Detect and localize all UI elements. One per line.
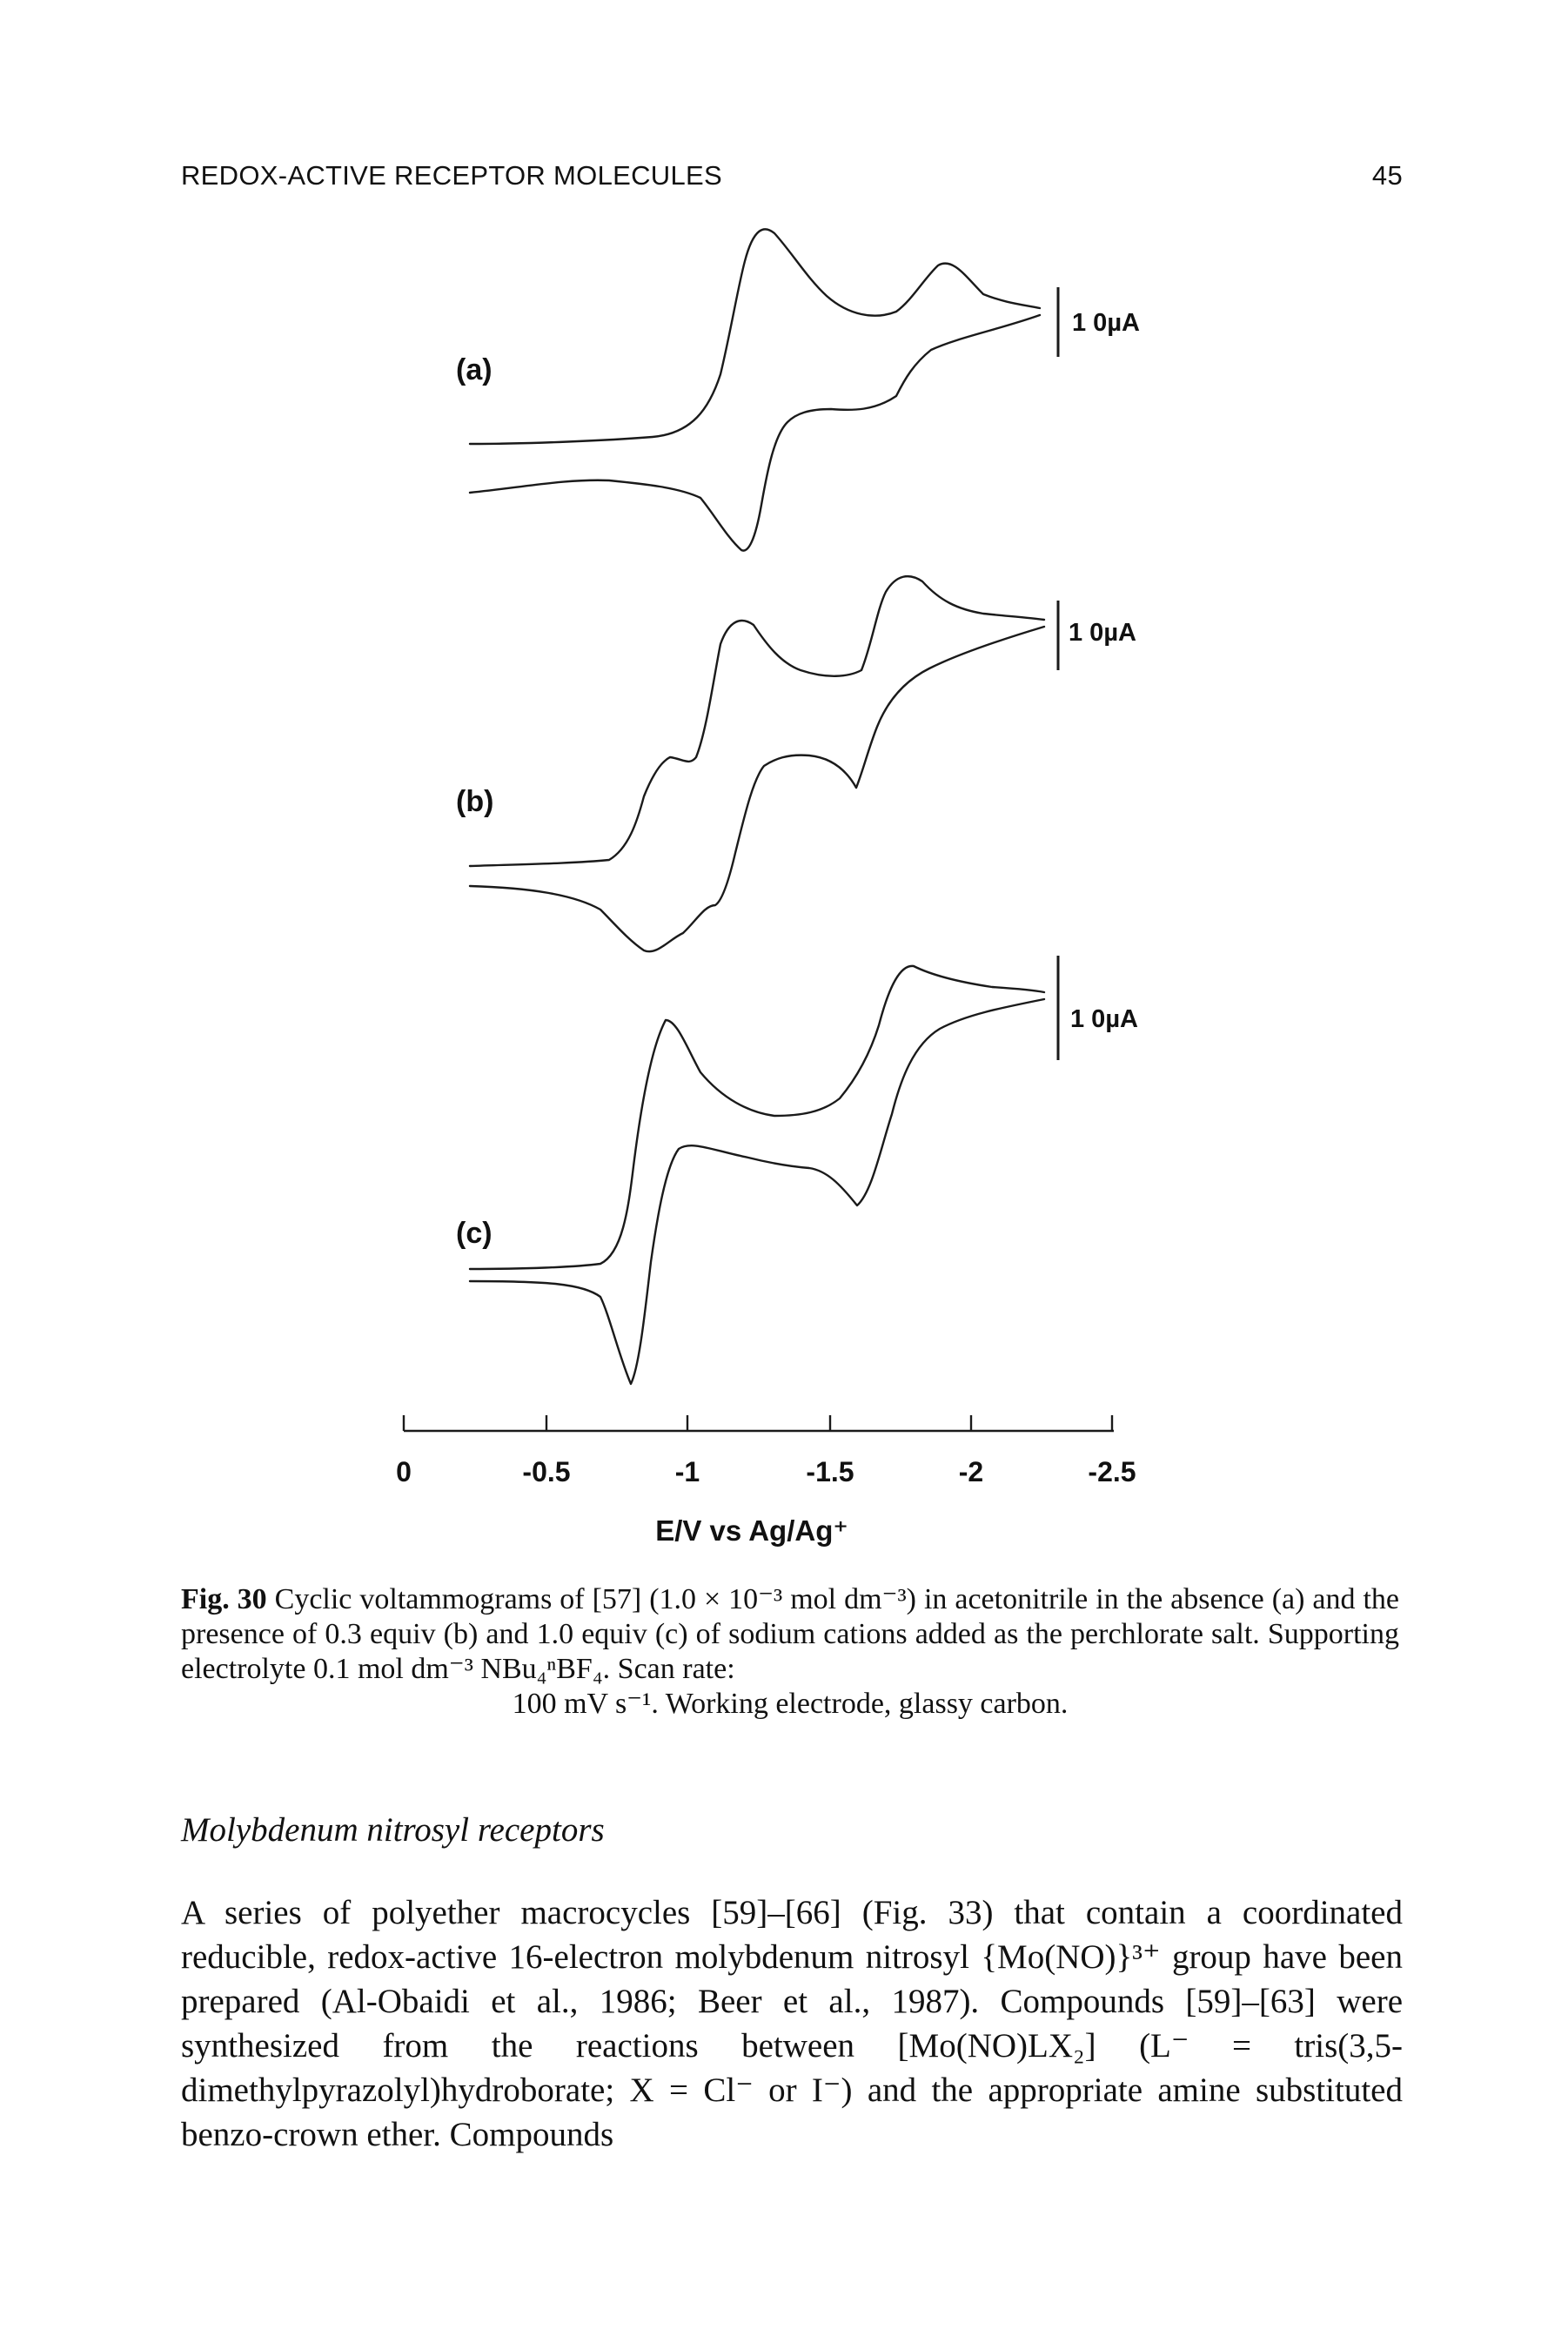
x-axis-label: E/V vs Ag/Ag⁺: [655, 1514, 848, 1547]
figure-caption: Fig. 30 Cyclic voltammograms of [57] (1.…: [181, 1582, 1399, 1722]
cv-b-reverse-trace: [468, 625, 1046, 953]
body-paragraph: A series of polyether macrocycles [59]–[…: [181, 1894, 1403, 2153]
scale-bar-label-a: 1 0µA: [1072, 309, 1140, 337]
cv-a-reverse-trace: [468, 313, 1042, 552]
x-tick-label-3: -1.5: [806, 1456, 854, 1487]
scale-bar-label-c: 1 0µA: [1070, 1005, 1138, 1033]
x-tick-label-0: 0: [396, 1456, 412, 1487]
page-number: 45: [1371, 160, 1403, 191]
x-tick-label-1: -0.5: [522, 1456, 570, 1487]
cv-b-forward-trace: [468, 574, 1046, 868]
cv-c-forward-trace: [468, 964, 1046, 1271]
figure-caption-label: Fig. 30: [181, 1583, 267, 1615]
panel-label-c: (c): [456, 1217, 493, 1250]
x-tick-label-5: -2.5: [1088, 1456, 1136, 1487]
voltammogram-svg: (a) (b) (c) 1 0µA 1 0µA 1 0µA 0 -0.5 -1 …: [396, 228, 1140, 1547]
cv-a-forward-trace: [468, 228, 1042, 446]
running-head-title: REDOX-ACTIVE RECEPTOR MOLECULES: [181, 160, 722, 191]
figure-caption-text: Cyclic voltammograms of [57] (1.0 × 10⁻³…: [181, 1583, 1399, 1685]
cv-c-reverse-trace: [468, 997, 1046, 1386]
figure-caption-last-line: 100 mV s⁻¹. Working electrode, glassy ca…: [512, 1688, 1069, 1720]
scale-bar-label-b: 1 0µA: [1069, 619, 1136, 647]
panel-label-b: (b): [456, 785, 493, 818]
section-heading: Molybdenum nitrosyl receptors: [181, 1811, 605, 1849]
panel-label-a: (a): [456, 353, 493, 386]
x-tick-label-2: -1: [675, 1456, 700, 1487]
x-tick-label-4: -2: [959, 1456, 983, 1487]
running-head: REDOX-ACTIVE RECEPTOR MOLECULES 45: [181, 160, 1403, 198]
voltammogram-figure: (a) (b) (c) 1 0µA 1 0µA 1 0µA 0 -0.5 -1 …: [396, 228, 1140, 1547]
